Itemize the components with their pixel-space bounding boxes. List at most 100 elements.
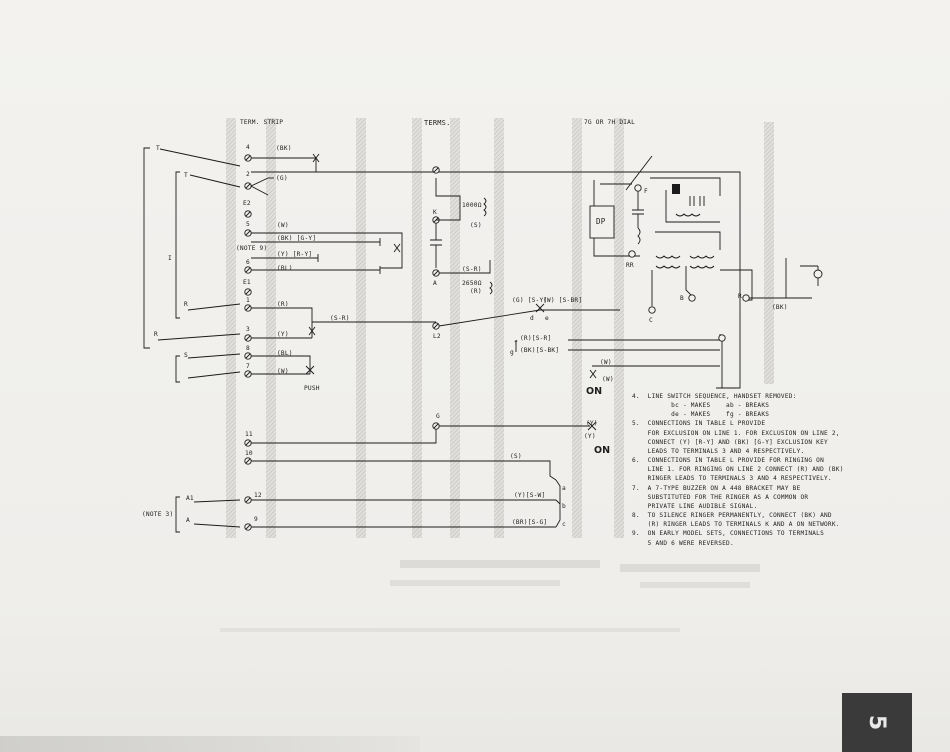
note9-label: (NOTE 9) [236, 245, 267, 252]
svg-text:T: T [156, 145, 160, 152]
svg-text:10: 10 [245, 450, 253, 457]
svg-text:8: 8 [246, 345, 250, 352]
svg-text:S: S [184, 352, 188, 359]
svg-text:C: C [649, 317, 653, 324]
svg-text:(S-R): (S-R) [462, 266, 482, 273]
terminal-11: 11 [244, 431, 253, 447]
lead-t-outer: T [143, 145, 241, 349]
terminal-3: 3 [244, 326, 252, 342]
svg-text:A: A [433, 280, 437, 287]
svg-text:1: 1 [246, 297, 250, 304]
lead-t-inner: T [175, 171, 241, 319]
svg-text:a: a [562, 485, 566, 492]
terminal-strip: 4 2 E2 5 (NOTE 9) 6 E1 1 3 8 7 11 10 12 … [236, 144, 267, 531]
on-label-1: ON [586, 386, 602, 397]
svg-text:(R): (R) [470, 288, 482, 295]
svg-text:(BL): (BL) [277, 265, 293, 272]
svg-text:(Y) [R-Y]: (Y) [R-Y] [277, 251, 312, 258]
wires-main: (BK) (G) (W) (BK) [G-Y] (Y) [R-Y] (BL) (… [250, 145, 741, 528]
lead-i-label: I [168, 255, 172, 262]
bleed-marks [220, 560, 760, 632]
note-line: CONNECT (Y) [R-Y] AND (BK) [G-Y] EXCLUSI… [632, 438, 828, 446]
svg-text:DP: DP [596, 217, 606, 226]
svg-text:d: d [530, 315, 534, 322]
terminal-5: 5 [244, 221, 252, 237]
svg-text:K: K [433, 209, 437, 216]
svg-text:T: T [184, 172, 188, 179]
note-line: LEADS TO TERMINALS 3 AND 4 RESPECTIVELY. [632, 447, 805, 455]
notes-block: 4. LINE SWITCH SEQUENCE, HANDSET REMOVED… [632, 392, 872, 548]
on-label-2: ON [594, 445, 610, 456]
note-line: 9. ON EARLY MODEL SETS, CONNECTIONS TO T… [632, 530, 825, 538]
svg-text:12: 12 [254, 492, 262, 499]
page-number: 5 [864, 714, 890, 731]
lead-r-inner: R [184, 301, 241, 311]
note-line: LINE 1. FOR RINGING ON LINE 2 CONNECT (R… [632, 466, 844, 474]
terminal-1: 1 [244, 297, 252, 312]
svg-text:4: 4 [246, 144, 250, 151]
svg-text:(Y): (Y) [277, 331, 289, 338]
svg-text:(G) [S-Y]: (G) [S-Y] [512, 297, 547, 304]
svg-text:(G): (G) [276, 175, 288, 182]
note3-label: (NOTE 3) [142, 511, 173, 518]
svg-text:(W): (W) [277, 222, 289, 229]
svg-text:E1: E1 [243, 279, 251, 286]
note-line: 6. CONNECTIONS IN TABLE L PROVIDE FOR RI… [632, 457, 825, 465]
note-line: PRIVATE LINE AUDIBLE SIGNAL. [632, 502, 758, 510]
svg-text:g: g [510, 349, 514, 356]
svg-text:R: R [184, 301, 188, 308]
svg-text:(R): (R) [277, 301, 289, 308]
terminal-12: 12 [244, 492, 262, 504]
terminal-7: 7 [244, 363, 252, 378]
svg-text:2650Ω: 2650Ω [462, 280, 482, 287]
terminal-9: 9 [244, 516, 258, 531]
svg-text:(BK): (BK) [772, 304, 788, 311]
svg-text:(BK) [G-Y]: (BK) [G-Y] [277, 235, 316, 242]
network-terminals: K A 1000Ω (S) (S-R) 2650Ω (R) L2 G (Y) (… [430, 166, 620, 456]
svg-text:G: G [436, 413, 440, 420]
svg-text:(BK): (BK) [276, 145, 292, 152]
scan-edge-strip [0, 736, 420, 752]
svg-text:e: e [545, 315, 549, 322]
lead-s: S [175, 352, 241, 383]
svg-text:(BK)[S-BK]: (BK)[S-BK] [520, 347, 559, 354]
note-line: 7. A 7-TYPE BUZZER ON A 448 BRACKET MAY … [632, 484, 801, 492]
svg-text:A: A [186, 517, 190, 524]
svg-text:(W): (W) [600, 359, 612, 366]
svg-text:5: 5 [246, 221, 250, 228]
dial-label: 7G OR 7H DIAL [584, 119, 635, 126]
svg-text:(Y): (Y) [586, 420, 598, 427]
page-number-tab: 5 [842, 693, 912, 752]
note-line: (R) RINGER LEADS TO TERMINALS K AND A ON… [632, 521, 840, 529]
svg-text:1000Ω: 1000Ω [462, 202, 482, 209]
note-line: 5 AND 6 WERE REVERSED. [632, 539, 734, 547]
terms-label: TERMS. [424, 119, 451, 127]
note-line: RINGER LEADS TO TERMINALS 3 AND 4 RESPEC… [632, 475, 832, 483]
svg-text:F: F [644, 188, 648, 195]
svg-text:(W): (W) [602, 376, 614, 383]
svg-text:(BR)[S-G]: (BR)[S-G] [512, 519, 547, 526]
push-label: PUSH [304, 385, 320, 392]
svg-text:(W): (W) [277, 368, 289, 375]
svg-text:(S-R): (S-R) [330, 315, 350, 322]
svg-text:(BL): (BL) [277, 350, 293, 357]
note-line: 4. LINE SWITCH SEQUENCE, HANDSET REMOVED… [632, 393, 797, 400]
terminal-8: 8 [244, 345, 252, 360]
svg-text:(Y)[S-W]: (Y)[S-W] [514, 492, 545, 499]
note-line: 5. CONNECTIONS IN TABLE L PROVIDE [632, 420, 766, 428]
note-line: de - MAKES fg - BREAKS [632, 411, 770, 419]
svg-text:11: 11 [245, 431, 253, 438]
lead-a: A1 A (NOTE 3) [142, 495, 241, 533]
svg-text:R: R [154, 331, 158, 338]
terminal-2: 2 [244, 171, 252, 190]
terminal-4: 4 [244, 144, 252, 162]
note-line: SUBSTITUTED FOR THE RINGER AS A COMMON O… [632, 493, 809, 501]
terminal-e2: E2 [243, 200, 252, 218]
terminal-e1: E1 [243, 279, 252, 296]
svg-text:c: c [562, 521, 566, 528]
svg-text:b: b [562, 503, 566, 510]
svg-text:RR: RR [626, 262, 634, 269]
svg-text:(R)[S-R]: (R)[S-R] [520, 335, 551, 342]
